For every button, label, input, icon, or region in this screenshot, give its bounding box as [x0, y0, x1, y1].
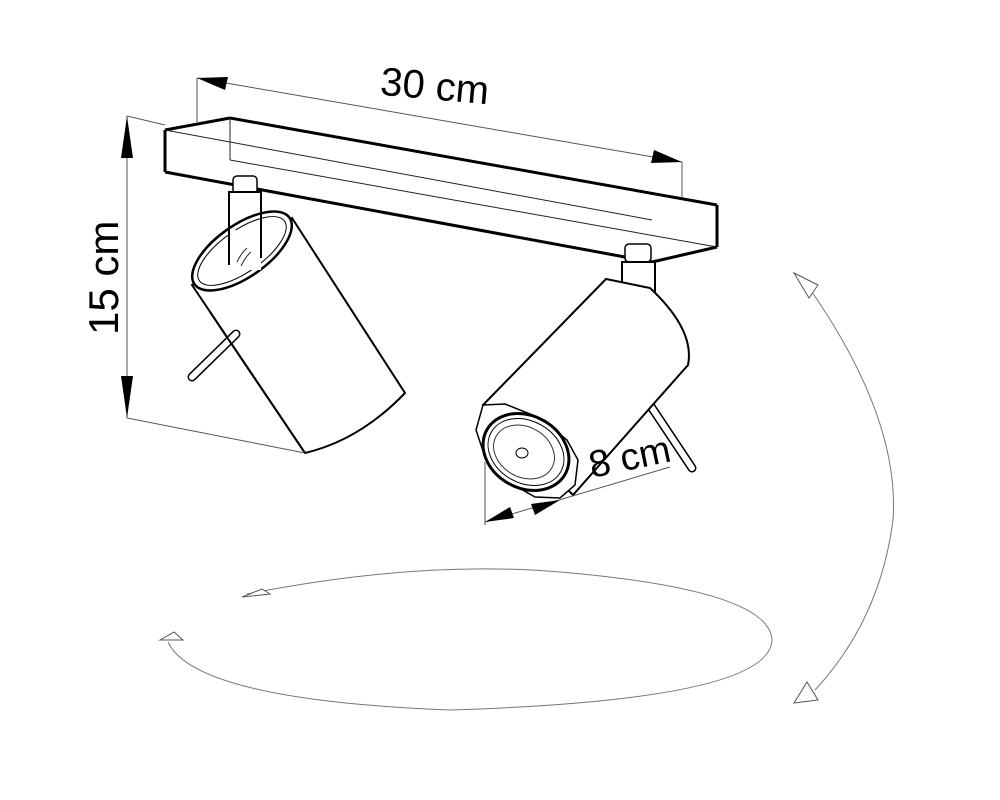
spot-left [187, 175, 407, 455]
rotation-vertical-arrow [792, 271, 895, 704]
base-plate [163, 116, 719, 264]
label-width: 30 cm [379, 60, 491, 113]
spot-right [475, 243, 697, 499]
rotation-horizontal-arrow [158, 568, 773, 711]
label-height: 15 cm [80, 221, 127, 335]
dimension-height: 15 cm [80, 115, 306, 454]
lens-face [475, 403, 579, 499]
dimension-width: 30 cm [196, 60, 683, 198]
